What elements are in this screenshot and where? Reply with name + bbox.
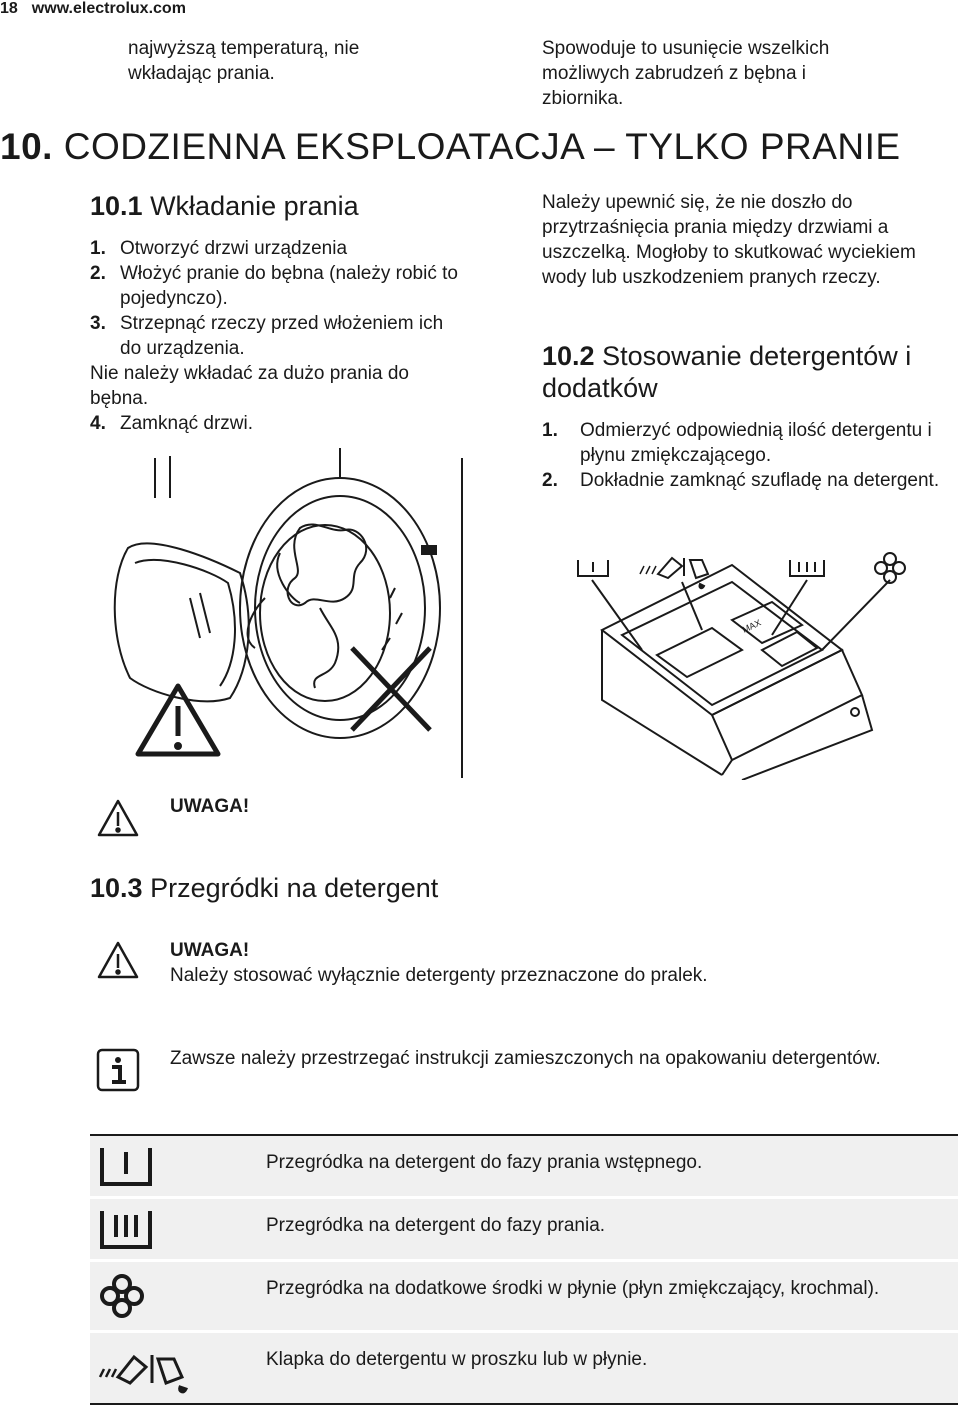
step-text: Dokładnie zamknąć szufladę na detergent. <box>580 470 940 491</box>
softener-flower-icon <box>90 1262 266 1330</box>
main-wash-compartment-icon <box>90 1199 266 1259</box>
section-10-title: CODZIENNA EKSPLOATACJA – TYLKO PRANIE <box>63 126 901 167</box>
warning-text: Należy stosować wyłącznie detergenty prz… <box>170 965 708 986</box>
step-text: Strzepnąć rzeczy przed włożeniem ich do … <box>120 313 444 359</box>
step-number: 3. <box>90 313 106 334</box>
list-item: 2. Dokładnie zamknąć szufladę na detergen… <box>542 468 957 493</box>
max-label: MAX <box>741 618 763 635</box>
overload-note: Nie należy wkładać za dużo prania do bęb… <box>90 363 409 409</box>
section-10-number: 10. <box>0 126 53 167</box>
table-row: Przegródka na dodatkowe środki w płynie … <box>90 1259 958 1330</box>
section-10-3-heading: 10.3 Przegródki na detergent <box>90 872 438 904</box>
section-10-2-title: Stosowanie detergentów i dodatków <box>542 341 912 403</box>
legend-text: Klapka do detergentu w proszku lub w pły… <box>266 1349 648 1370</box>
detergent-drawer-illustration: MAX <box>572 540 952 780</box>
step-text: Zamknąć drzwi. <box>120 413 254 434</box>
loading-steps: 1. Otworzyć drzwi urządzenia 2. Włożyć pra… <box>90 236 465 436</box>
top-right-text: Spowoduje to usunięcie wszelkich możliwy… <box>542 38 830 109</box>
table-row: Przegródka na detergent do fazy prania. <box>90 1196 958 1259</box>
warning-label: UWAGA! <box>170 940 250 961</box>
section-10-1-heading: 10.1 Wkładanie prania <box>90 190 359 222</box>
page-header: 18 www.electrolux.com <box>0 0 186 18</box>
step-number: 2. <box>542 470 558 491</box>
list-item: 3. Strzepnąć rzeczy przed włożeniem ich d… <box>90 311 465 361</box>
section-10-2-heading: 10.2 Stosowanie detergentów i dodatków <box>542 340 957 404</box>
list-item: 4. Zamknąć drzwi. <box>90 411 465 436</box>
section-10-2-number: 10.2 <box>542 341 595 371</box>
prewash-compartment-icon <box>90 1136 266 1196</box>
step-number: 1. <box>90 238 106 259</box>
warning-icon <box>96 940 140 980</box>
section-10-3-number: 10.3 <box>90 873 143 903</box>
top-left-text: najwyższą temperaturą, nie wkładając pra… <box>128 38 360 84</box>
detergent-warning: UWAGA! Należy stosować wyłącznie deterge… <box>170 938 950 988</box>
step-number: 4. <box>90 413 106 434</box>
legend-text: Przegródka na detergent do fazy prania. <box>266 1215 606 1236</box>
door-seal-paragraph: Należy upewnić się, że nie doszło do prz… <box>542 192 916 288</box>
list-item: 1. Otworzyć drzwi urządzenia <box>90 236 465 261</box>
table-row: Przegródka na detergent do fazy prania w… <box>90 1136 958 1196</box>
warning-label: UWAGA! <box>170 796 250 817</box>
section-10-heading: 10. CODZIENNA EKSPLOATACJA – TYLKO PRANI… <box>0 126 901 168</box>
drum-door-illustration <box>90 438 480 778</box>
step-text: Włożyć pranie do bębna (należy robić to … <box>120 263 458 309</box>
compartment-legend-table: Przegródka na detergent do fazy prania w… <box>90 1134 958 1405</box>
list-item: 2. Włożyć pranie do bębna (należy robić t… <box>90 261 465 311</box>
list-item: 1. Odmierzyć odpowiednią ilość detergentu… <box>542 418 957 468</box>
warning-icon <box>96 798 140 838</box>
step-number: 1. <box>542 420 558 441</box>
table-row: Klapka do detergentu w proszku lub w pły… <box>90 1330 958 1403</box>
section-10-1-title: Wkładanie prania <box>150 191 359 221</box>
page-number: 18 <box>0 0 18 17</box>
powder-liquid-flap-icon <box>90 1333 266 1403</box>
legend-text: Przegródka na detergent do fazy prania w… <box>266 1152 703 1173</box>
legend-text: Przegródka na dodatkowe środki w płynie … <box>266 1278 880 1299</box>
info-icon <box>96 1048 140 1092</box>
step-text: Odmierzyć odpowiednią ilość detergentu i… <box>580 420 932 466</box>
info-text: Zawsze należy przestrzegać instrukcji za… <box>170 1048 881 1069</box>
section-10-3-title: Przegródki na detergent <box>150 873 439 903</box>
website-link[interactable]: www.electrolux.com <box>31 0 186 17</box>
detergent-steps: 1. Odmierzyć odpowiednią ilość detergentu… <box>542 418 957 493</box>
section-10-1-number: 10.1 <box>90 191 143 221</box>
step-number: 2. <box>90 263 106 284</box>
step-text: Otworzyć drzwi urządzenia <box>120 238 348 259</box>
